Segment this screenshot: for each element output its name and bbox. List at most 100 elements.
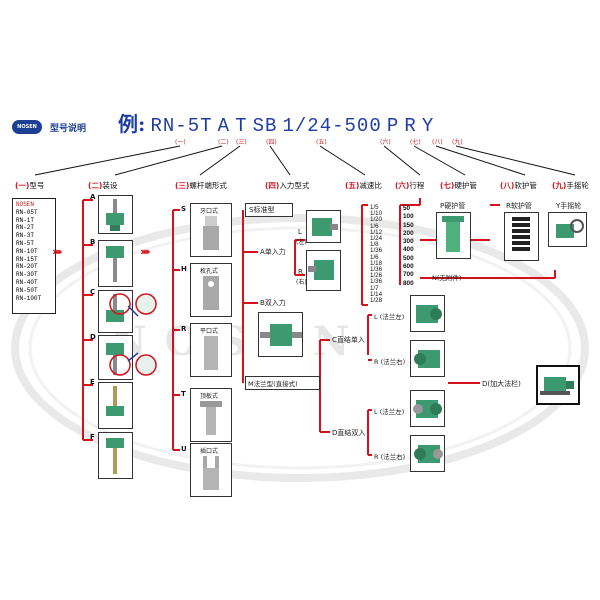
screw-end-letter-u: U [181,445,187,453]
code-num-7: (七) [410,139,421,146]
screw-end-letter-r: R [181,325,187,333]
d-flange-right-label: R (法兰右) [374,453,406,461]
flange-c-right-image [410,340,445,377]
mounting-c-image [98,290,157,333]
stroke-item: 700 [403,271,414,279]
model-list-item: RN-40T [16,278,38,286]
code-num-4: (四) [266,139,277,146]
model-list-item: RN-10T [16,247,38,255]
ratio-item: 1/36 [370,266,383,274]
cat-label-input: (四)入力型式 [265,181,310,190]
code-part-input: SB [252,115,278,137]
b-double-input-label: B双入力 [260,299,286,307]
d-flange-left-label: L (法兰左) [374,408,405,416]
ratio-item: 1/10 [370,210,383,218]
m-flange-label: M法兰型(直接式) [248,380,298,388]
code-num-3: (三) [236,139,247,146]
ratio-item: 1/28 [370,297,383,305]
ratio-item: 1/5 [370,204,379,211]
code-num-8: (八) [432,139,443,146]
ratio-item: 1/6 [370,253,379,261]
screw-end-r-label: 平口式 [200,328,219,335]
ratio-item: 1/7 [370,284,379,292]
screw-end-s-image [203,216,219,250]
y-handwheel-label: Y手摇轮 [556,202,582,210]
flange-d-right-image [410,435,445,472]
code-num-1: (一) [175,139,186,146]
ratio-item: 1/6 [370,222,379,230]
l-left-paren: (左) [296,239,307,246]
mounting-b-image [98,240,133,287]
c-direct-single-label: C直结单入 [332,336,365,344]
mounting-letter-a: A [90,193,96,201]
stroke-item: 600 [403,263,414,271]
input-double-image [258,312,303,357]
stroke-item: 50 [403,205,411,212]
code-part-hard-tube: P [386,115,400,137]
model-list-item: RN-20T [16,263,38,271]
n-no-accessory-label: N(无附件) [432,274,462,282]
code-part-screw-end: T [235,115,248,137]
code-part-handwheel: Y [421,115,435,137]
screw-end-letter-s: S [181,205,187,213]
code-num-2: (二) [218,139,229,146]
model-list-item: RN-5T [16,239,35,247]
r-right-paren: (右) [296,279,307,286]
code-prefix: 例: [118,112,146,136]
handwheel-image [548,212,587,247]
l-left-label: L [298,228,302,236]
model-list-item: NOSEN [16,201,35,208]
model-list-item: RN-15T [16,255,38,263]
c-flange-left-label: L (法兰左) [374,313,405,321]
d-large-flange-label: D(加大法栏) [482,380,521,388]
cat-label-mounting: (二)装设 [88,181,118,190]
flange-c-left-image [410,295,445,332]
model-list-item: RN-50T [16,286,38,294]
input-right-image [306,250,341,291]
cat-label-soft-tube: (八)软护管 [500,181,537,190]
ratio-item: 1/24 [370,235,383,243]
r-right-label: R [298,268,303,276]
mounting-e-image [98,382,133,429]
code-part-ratio-stroke: 1/24-500 [282,115,382,137]
mounting-letter-e: E [90,378,95,386]
stroke-item: 200 [403,229,414,237]
ratio-item: 1/18 [370,259,383,267]
chevron-arrows-icon: ››››› [52,245,63,258]
mounting-f-image [98,432,133,479]
c-flange-right-label: R (法兰右) [374,358,406,366]
cat-label-ratio: (五)减速比 [345,181,382,190]
model-list: NOSEN RN-05T RN-1T RN-2T RN-3T RN-5T RN-… [12,198,56,314]
mounting-letter-f: F [90,433,95,441]
code-part-mounting: A [217,115,230,137]
model-code-example: 例: RN-5T A T SB 1/24-500 P R Y [118,108,434,138]
s-standard-label: S标准型 [249,206,275,214]
ratio-list: 1/5 1/10 1/20 1/6 1/12 1/24 1/8 1/36 1/6… [370,204,383,305]
ratio-item: 1/8 [370,241,379,249]
chevron-arrows-icon: ››››› [140,245,151,258]
ratio-item: 1/36 [370,247,383,255]
a-single-input-label: A单入力 [260,248,286,256]
cat-label-screw-end: (三)螺杆端形式 [175,181,227,190]
stroke-item: 100 [403,213,414,221]
code-num-9: (九) [452,139,463,146]
ratio-item: 1/14 [370,290,383,298]
cat-label-handwheel: (九)手摇轮 [552,181,589,190]
cat-label-hard-tube: (七)硬护管 [440,181,477,190]
stroke-item: 400 [403,246,414,254]
model-list-item: RN-30T [16,271,38,279]
mounting-letter-c: C [90,288,96,296]
screw-end-letter-h: H [181,265,187,273]
stroke-item: 300 [403,238,414,246]
model-list-item: RN-3T [16,232,35,240]
cat-label-stroke: (六)行程 [395,181,425,190]
stroke-item: 800 [403,279,414,287]
screw-end-u-label: 插口式 [200,448,219,455]
screw-end-t-image [200,401,222,435]
code-part-soft-tube: R [404,115,417,137]
stroke-list: 50 100 150 200 300 400 500 600 700 800 [403,205,414,288]
mounting-d-image [98,335,157,380]
brand-logo: NOSEN [12,120,42,134]
